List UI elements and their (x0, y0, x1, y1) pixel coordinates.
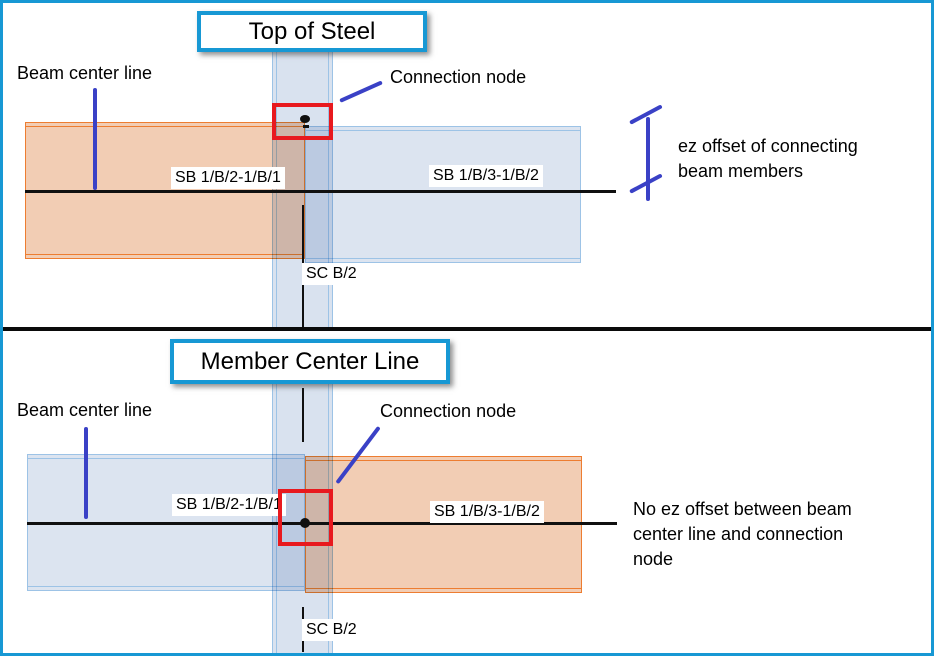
panel-title-top-of-steel: Top of Steel (197, 11, 427, 52)
panel-title-member-center-line: Member Center Line (170, 339, 450, 384)
no-ez-offset-annotation: No ez offset between beam center line an… (633, 499, 852, 569)
right-beam-label: SB 1/B/3-1/B/2 (430, 501, 544, 523)
beam-center-line-top-panel (25, 190, 616, 193)
beam-center-line-pointer (93, 88, 97, 190)
panel-title-text: Member Center Line (200, 347, 420, 375)
ez-offset-annotation: ez offset of connecting beam members (678, 136, 858, 181)
panel-title-text: Top of Steel (248, 17, 376, 45)
left-beam-label: SB 1/B/2-1/B/1 (171, 167, 285, 189)
connection-node-dot (300, 518, 310, 528)
column-center-line-upper-bottom-panel (302, 388, 304, 442)
beam-center-line-text: Beam center line (17, 63, 153, 83)
connection-node-text: Connection node (380, 401, 517, 421)
connection-node-dot (300, 115, 310, 123)
right-beam-top-panel (305, 126, 581, 263)
left-beam-label: SB 1/B/2-1/B/1 (172, 494, 286, 516)
beam-center-line-pointer (84, 427, 88, 519)
dimension-line (646, 117, 650, 201)
beam-center-line-text: Beam center line (17, 400, 153, 420)
connection-node-pointer (339, 80, 383, 103)
column-label: SC B/2 (302, 263, 361, 285)
right-beam-label: SB 1/B/3-1/B/2 (429, 165, 543, 187)
panel-divider (0, 327, 934, 331)
connection-node-text: Connection node (390, 67, 527, 87)
connection-node-highlight-box (272, 103, 333, 140)
column-label: SC B/2 (302, 619, 361, 641)
connection-node-tick (303, 125, 309, 128)
beam-center-line-bottom-panel (27, 522, 617, 525)
connection-node-highlight-box (278, 489, 333, 546)
